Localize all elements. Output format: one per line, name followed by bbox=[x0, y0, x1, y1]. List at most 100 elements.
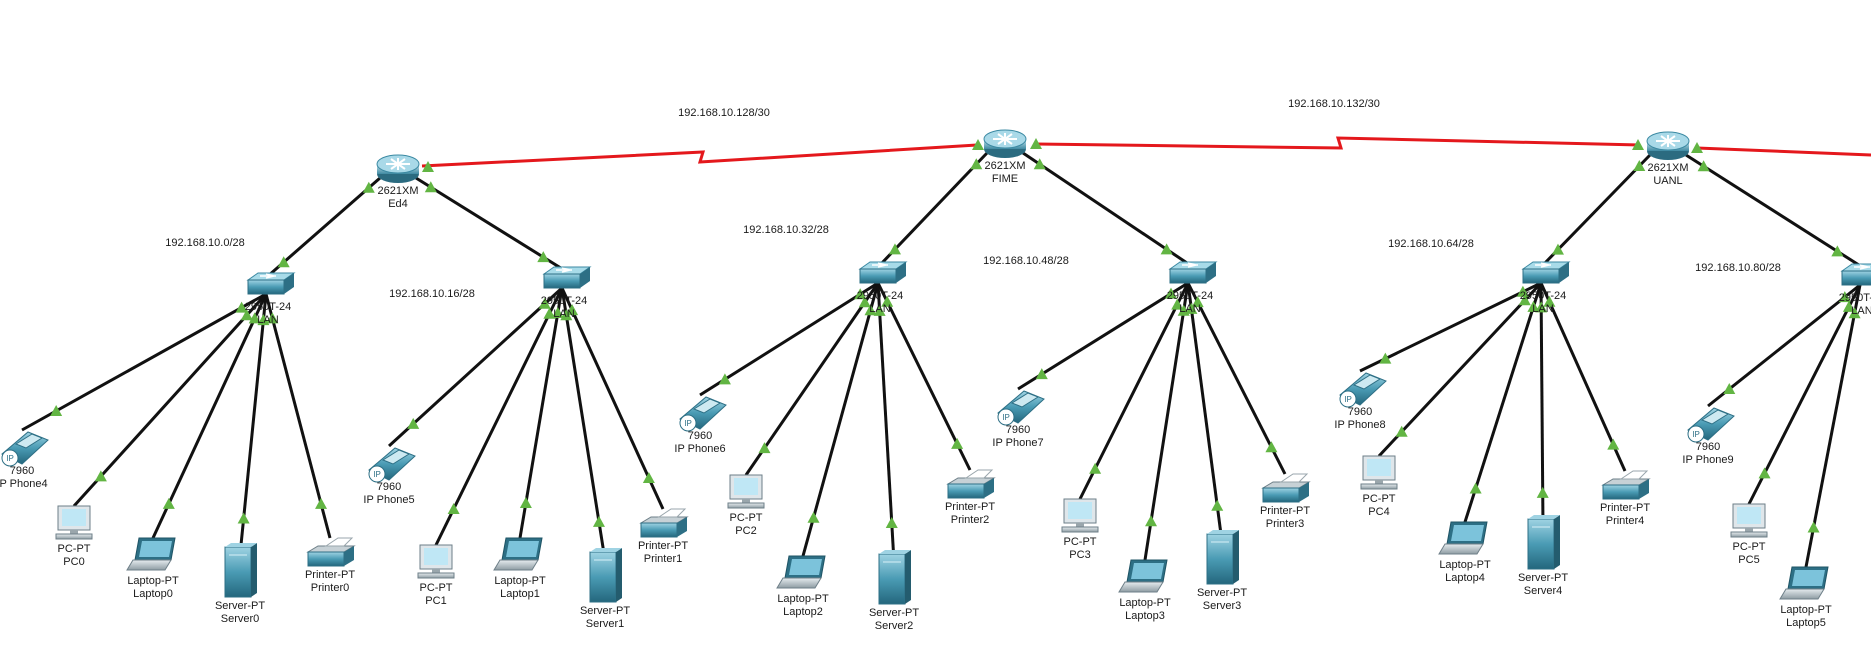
port-up-marker bbox=[642, 472, 655, 484]
switch-device-link[interactable] bbox=[1359, 281, 1542, 373]
port-up-marker bbox=[1723, 383, 1736, 395]
router-switch-link[interactable] bbox=[1541, 153, 1652, 267]
switch-device-link[interactable] bbox=[1186, 282, 1224, 543]
lan-network-label: 192.168.10.48/28 bbox=[983, 255, 1069, 267]
server-icon bbox=[1527, 515, 1560, 570]
port-up-marker bbox=[1543, 295, 1556, 307]
switch-device-link[interactable] bbox=[1017, 281, 1189, 391]
switch-device-link[interactable] bbox=[238, 293, 268, 556]
router-switch-link[interactable] bbox=[1685, 153, 1863, 269]
switch-device-link[interactable] bbox=[1539, 282, 1545, 528]
switch-device-link[interactable] bbox=[699, 281, 879, 397]
pc-icon bbox=[1360, 455, 1398, 490]
pc-icon bbox=[727, 474, 765, 509]
phone-model-label: 7960 bbox=[688, 430, 712, 442]
switch-device-link[interactable] bbox=[21, 292, 267, 432]
switch-device-link[interactable] bbox=[560, 287, 665, 510]
server-model-label: Server-PT bbox=[580, 605, 630, 617]
port-up-marker bbox=[1807, 521, 1820, 533]
printer-model-label: Printer-PT bbox=[1260, 505, 1310, 517]
router-switch-link[interactable] bbox=[1022, 151, 1191, 267]
port-up-marker bbox=[885, 516, 898, 528]
switch-device-link[interactable] bbox=[1463, 282, 1543, 523]
switch-device-link[interactable] bbox=[1186, 282, 1287, 475]
laptop-icon bbox=[126, 537, 176, 571]
port-up-marker bbox=[858, 296, 871, 308]
laptop-name-label: Laptop5 bbox=[1786, 617, 1826, 629]
switch-device-link[interactable] bbox=[434, 287, 564, 546]
router-switch-link[interactable] bbox=[267, 176, 381, 278]
router-switch-link[interactable] bbox=[415, 176, 565, 272]
switch-device-link[interactable] bbox=[72, 292, 268, 508]
serial-link-0[interactable] bbox=[421, 143, 978, 168]
switch-device-link[interactable] bbox=[876, 282, 972, 471]
switch-device-link[interactable] bbox=[1143, 282, 1190, 561]
switch-device-link[interactable] bbox=[1804, 284, 1862, 568]
serial-link-1[interactable] bbox=[1035, 136, 1641, 150]
port-up-marker bbox=[1211, 499, 1224, 511]
svg-text:IP: IP bbox=[373, 470, 381, 479]
server-icon bbox=[878, 550, 911, 605]
serial-link-2[interactable] bbox=[1696, 146, 1871, 157]
switch-model-label: 2950T-24 bbox=[245, 301, 291, 313]
switch-device-link[interactable] bbox=[264, 293, 332, 539]
switch-device-link[interactable] bbox=[1707, 283, 1861, 408]
switch-device-link[interactable] bbox=[560, 287, 607, 561]
switch-device-link[interactable] bbox=[1078, 282, 1190, 500]
switch-device-link[interactable] bbox=[151, 293, 268, 539]
switch-device-link[interactable] bbox=[876, 282, 896, 563]
links-layer bbox=[21, 136, 1871, 568]
switch-device-link[interactable] bbox=[387, 286, 564, 448]
pc-icon bbox=[1730, 503, 1768, 538]
pc-name-label: PC5 bbox=[1738, 554, 1759, 566]
router-switch-link[interactable] bbox=[878, 151, 989, 267]
port-up-marker bbox=[951, 437, 964, 449]
switch-device-link[interactable] bbox=[1539, 282, 1627, 472]
switch-device-link[interactable] bbox=[744, 282, 880, 476]
switch-device-link[interactable] bbox=[801, 282, 880, 557]
switch-device-link[interactable] bbox=[1377, 281, 1543, 458]
server-model-label: Server-PT bbox=[215, 600, 265, 612]
switch-device-link[interactable] bbox=[518, 287, 564, 539]
switch-device-link[interactable] bbox=[1747, 284, 1862, 505]
